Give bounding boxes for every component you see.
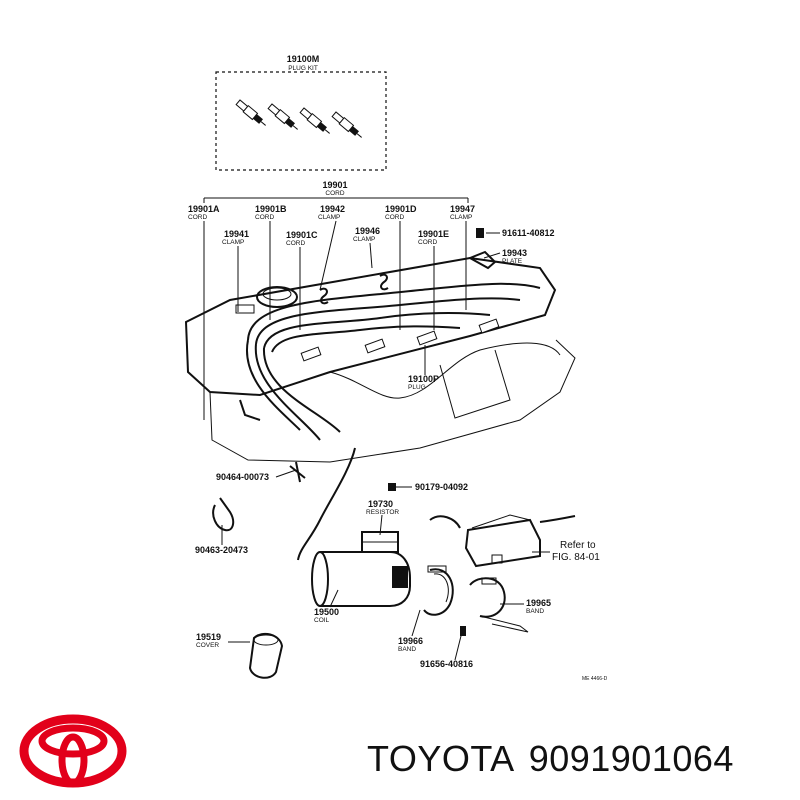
installed-plug-2 [364, 338, 386, 354]
part-name-19901B: CORD [255, 214, 274, 221]
plug-kit-group: 19100M PLUG KIT [215, 54, 387, 171]
leader-lines [203, 220, 550, 661]
part-number: 9091901064 [528, 738, 734, 779]
part-name-19901E: CORD [418, 239, 437, 246]
part-name-19901C: CORD [286, 240, 305, 247]
refer-line-2: FIG. 84-01 [552, 552, 600, 563]
part-name-19966: BAND [398, 646, 416, 653]
bolt-91656-part [460, 626, 466, 636]
part-label-19500: 19500 [314, 607, 339, 617]
part-name-19100P: PLUG [408, 384, 426, 391]
part-label-90179: 90179-04092 [415, 482, 468, 492]
part-labels: 19901A CORD 19901B CORD 19942 CLAMP 1990… [188, 204, 608, 682]
cord-group-name: CORD [325, 190, 344, 197]
clip-part [388, 483, 396, 491]
band-19966-part [423, 565, 454, 616]
part-name-19943: PLATE [502, 258, 523, 265]
part-name-19965: BAND [526, 608, 544, 615]
part-label-91611: 91611-40812 [502, 228, 555, 238]
ignition-coil-part [311, 551, 411, 607]
kit-part-name: PLUG KIT [288, 65, 318, 72]
kit-part-number: 19100M [287, 54, 320, 64]
part-label-19100P: 19100P [408, 374, 439, 384]
part-label-19901C: 19901C [286, 230, 318, 240]
cord-group-bracket: 19901 CORD [203, 180, 469, 203]
part-label-19730: 19730 [368, 499, 393, 509]
part-name-19730: RESISTOR [366, 509, 399, 516]
part-label-19947: 19947 [450, 204, 475, 214]
brand-name: TOYOTA [367, 738, 515, 779]
part-name-19947: CLAMP [450, 214, 472, 221]
spark-plug-set [235, 99, 362, 138]
part-label-19519: 19519 [196, 632, 221, 642]
part-name-19901A: CORD [188, 214, 207, 221]
part-label-19901E: 19901E [418, 229, 449, 239]
strap-part [212, 497, 235, 532]
part-name-19519: COVER [196, 642, 219, 649]
installed-plug-1 [300, 346, 322, 362]
part-name-19500: COIL [314, 617, 330, 624]
part-label-90464: 90464-00073 [216, 472, 269, 482]
part-label-19966: 19966 [398, 636, 423, 646]
part-label-90463: 90463-20473 [195, 545, 248, 555]
coil-cover-part [248, 632, 284, 679]
part-name-19901D: CORD [385, 214, 404, 221]
toyota-logo [19, 714, 127, 788]
footer-brand-text: TOYOTA 9091901064 [367, 738, 748, 780]
refer-line-1: Refer to [560, 540, 596, 551]
part-label-19946: 19946 [355, 226, 380, 236]
cable-tie-part [289, 461, 306, 483]
band-19965-part [469, 577, 529, 633]
part-label-19901D: 19901D [385, 204, 417, 214]
igniter-unit [429, 514, 576, 568]
reference-code: ME 4466-D [582, 676, 608, 682]
part-name-19946: CLAMP [353, 236, 375, 243]
part-label-19941: 19941 [224, 229, 249, 239]
engine-illustration [184, 228, 576, 561]
part-label-91656: 91656-40816 [420, 659, 473, 669]
installed-plug-4 [478, 318, 500, 334]
installed-plug-3 [416, 330, 438, 346]
part-name-19941: CLAMP [222, 239, 244, 246]
cord-group-part: 19901 [322, 180, 347, 190]
part-name-19942: CLAMP [318, 214, 340, 221]
part-label-19942: 19942 [320, 204, 345, 214]
part-label-19965: 19965 [526, 598, 551, 608]
lower-components [212, 461, 576, 679]
part-label-19901B: 19901B [255, 204, 287, 214]
part-label-19943: 19943 [502, 248, 527, 258]
part-label-19901A: 19901A [188, 204, 220, 214]
